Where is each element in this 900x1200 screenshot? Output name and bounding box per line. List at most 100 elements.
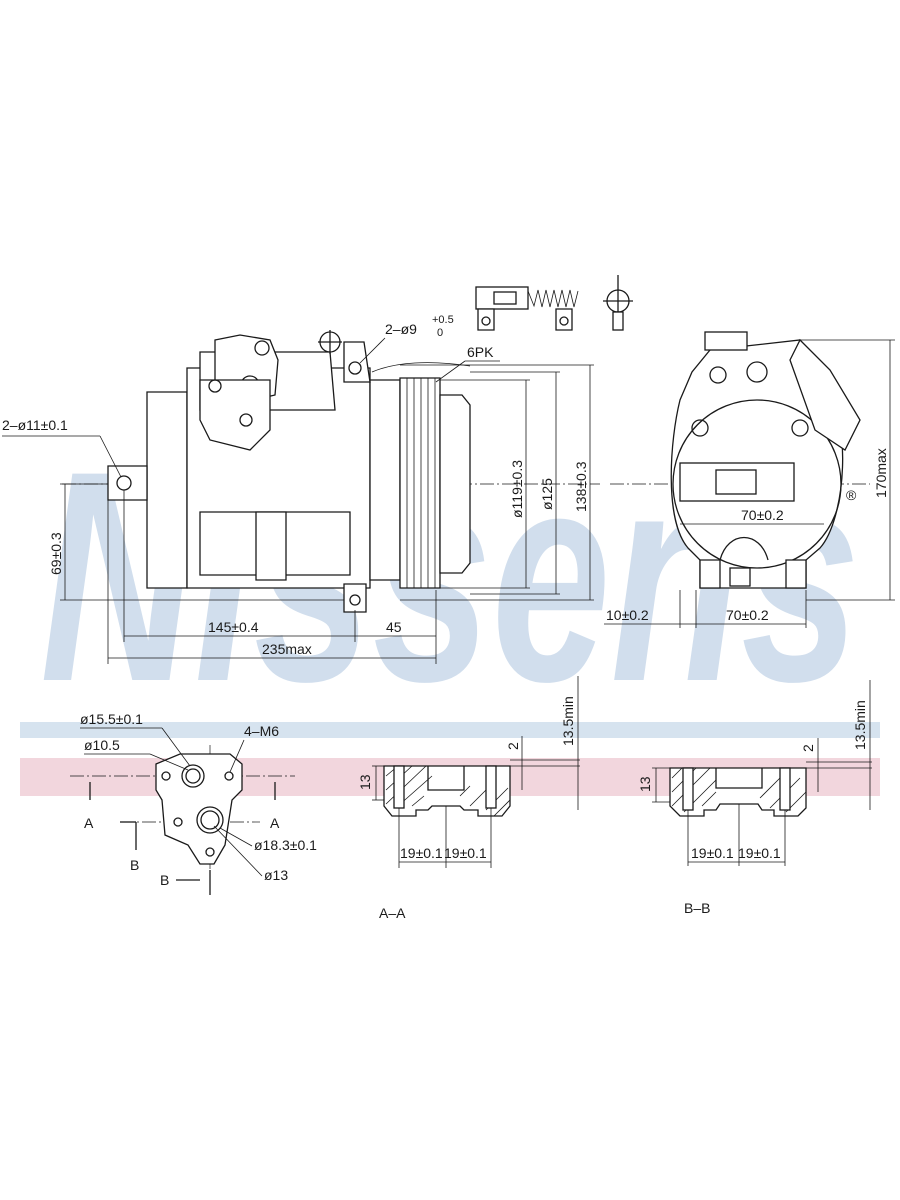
- discharge-port-outer: [196, 806, 224, 834]
- section-bb-bore-right: [779, 767, 791, 811]
- section-b-left: B: [130, 857, 139, 873]
- section-bb-bore-left: [682, 767, 694, 811]
- side-view: [62, 330, 600, 613]
- connector-clip-left: [477, 308, 495, 331]
- section-aa-bore-right: [485, 765, 497, 809]
- section-a-left: A: [84, 815, 94, 831]
- connector-detail: [475, 275, 633, 331]
- bb-min-clearance: 13.5min: [852, 700, 868, 750]
- section-aa-label: A–A: [379, 905, 406, 921]
- dim-thread: 4–M6: [244, 723, 279, 739]
- connector-spring: [527, 289, 579, 308]
- dim-overall-length: 235max: [262, 641, 312, 657]
- dim-overall-height: 170max: [873, 448, 889, 498]
- connector-clip-right: [555, 308, 573, 331]
- leader-suction-2: [161, 727, 191, 767]
- dim-bracket-tol-plus: +0.5: [432, 314, 454, 326]
- section-aa-pocket: [427, 766, 465, 791]
- dim-inner-port: ø10.5: [84, 737, 120, 753]
- bb-spacing-right: 19±0.1: [738, 845, 781, 861]
- front-top-fitting: [789, 338, 861, 451]
- pulley: [399, 377, 441, 589]
- front-foot: [699, 559, 807, 589]
- dim-pulley-width: 45: [386, 619, 402, 635]
- connector-clip-right-hole: [559, 316, 569, 326]
- dim-foot-width: 70±0.2: [726, 607, 769, 623]
- front-top-connector: [704, 331, 748, 351]
- front-hole-3: [709, 366, 727, 384]
- mounting-ear-bottom: [343, 583, 367, 613]
- service-port-1: [254, 340, 270, 356]
- dim-offset: 10±0.2: [606, 607, 649, 623]
- port-flange-hole: [239, 413, 253, 427]
- side-dimensions: 2–ø11±0.1 2–ø9 +0.5 0 6PK ø119±0.3 ø125 …: [2, 314, 594, 664]
- suction-port-inner: [185, 768, 201, 784]
- clutch-hub: [439, 394, 471, 574]
- aa-min-clearance: 13.5min: [560, 696, 576, 746]
- front-foot-center: [729, 567, 751, 587]
- dim-pulley-type: 6PK: [467, 344, 494, 360]
- dim-discharge-port: ø18.3±0.1: [254, 837, 317, 853]
- front-view: ®: [610, 331, 870, 589]
- port-flange-bolt: [208, 379, 222, 393]
- section-b-bottom: B: [160, 872, 169, 888]
- front-hole-4: [746, 361, 768, 383]
- section-bb-pocket: [715, 768, 763, 789]
- thread-hole-1: [161, 771, 171, 781]
- front-bore: [672, 399, 842, 569]
- aa-height: 13: [357, 774, 373, 790]
- front-registered: ®: [846, 487, 857, 503]
- aa-spacing-right: 19±0.1: [444, 845, 487, 861]
- dim-clutch-diameter: ø125: [539, 478, 555, 510]
- bb-height: 13: [637, 776, 653, 792]
- bb-spacing-left: 19±0.1: [691, 845, 734, 861]
- front-lower-arc: [719, 536, 769, 561]
- section-bb-label: B–B: [684, 900, 710, 916]
- section-a-right: A: [270, 815, 280, 831]
- leader-thread: [229, 739, 245, 773]
- dim-length-offset: 145±0.4: [208, 619, 259, 635]
- rear-housing: [146, 391, 188, 589]
- bb-depth: 2: [800, 744, 816, 752]
- dim-port-spacing: 70±0.2: [741, 507, 784, 523]
- thread-hole-2: [224, 771, 234, 781]
- dim-bracket-tol-zero: 0: [437, 327, 443, 339]
- dim-pulley-diameter: ø119±0.3: [509, 460, 525, 518]
- thread-hole-4: [205, 847, 215, 857]
- front-hole-2: [791, 419, 809, 437]
- connector-body: [493, 291, 517, 305]
- lower-boss: [255, 511, 287, 581]
- port-detail: ø15.5±0.1 ø10.5 4–M6 ø18.3±0.1 ø13 A A B…: [70, 711, 317, 895]
- front-housing: [369, 379, 401, 581]
- dim-discharge-inner: ø13: [264, 867, 288, 883]
- section-aa-bore-left: [393, 765, 405, 809]
- leader-mount-holes-2: [99, 435, 122, 478]
- port-flange: [199, 379, 271, 451]
- dim-mount-holes: 2–ø11±0.1: [2, 417, 68, 433]
- mounting-ear-left: [107, 465, 148, 501]
- connector-wire: [371, 362, 471, 373]
- discharge-port-inner: [200, 810, 220, 830]
- leader-6pk-2: [435, 360, 466, 383]
- dim-suction-port: ø15.5±0.1: [80, 711, 143, 727]
- port-flange-outline: [155, 753, 243, 865]
- dim-bracket-holes: 2–ø9: [385, 321, 417, 337]
- leader-discharge-inner: [213, 825, 263, 877]
- connector-end-tab: [612, 311, 624, 331]
- connector-clip-left-hole: [481, 316, 491, 326]
- mounting-hole-top: [348, 361, 362, 375]
- suction-port-outer: [181, 764, 205, 788]
- leader-bracket: [359, 337, 386, 364]
- dim-housing-diameter: 138±0.3: [573, 461, 589, 512]
- leader-discharge: [219, 827, 253, 847]
- aa-spacing-left: 19±0.1: [400, 845, 443, 861]
- dim-height-lower: 69±0.3: [48, 532, 64, 575]
- thread-hole-3: [173, 817, 183, 827]
- front-hole-1: [691, 419, 709, 437]
- section-aa: 13 2 13.5min 19±0.1 19±0.1 A–A: [357, 676, 580, 921]
- watermark-stripe-blue: [20, 722, 880, 738]
- section-bb: 13 2 13.5min 19±0.1 19±0.1 B–B: [637, 680, 872, 916]
- leader-inner-2: [149, 753, 189, 771]
- front-clutch-connector-inner: [715, 469, 757, 495]
